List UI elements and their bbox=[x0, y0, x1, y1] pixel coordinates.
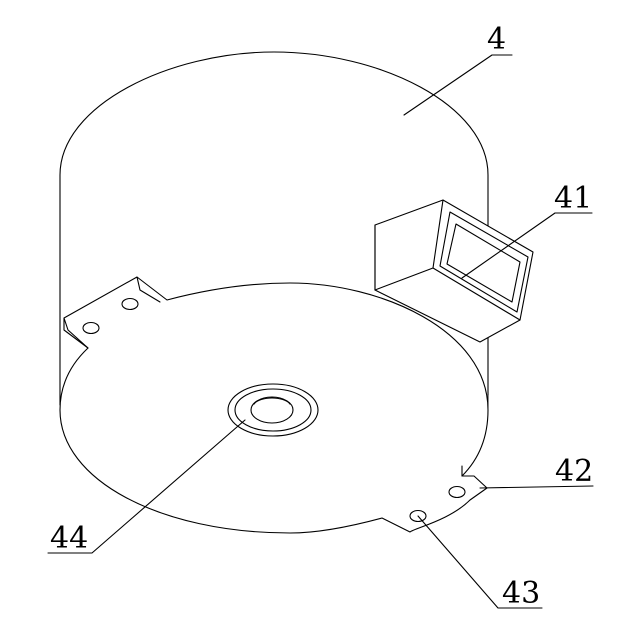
leader-line-44 bbox=[47, 419, 246, 554]
connector-box bbox=[374, 199, 534, 343]
mounting-hole-right-2 bbox=[409, 509, 427, 523]
bottom-plate-outline bbox=[59, 276, 489, 534]
label-housing: 4 bbox=[487, 22, 506, 57]
mounting-holes bbox=[82, 297, 466, 523]
leader-lines bbox=[47, 54, 594, 609]
leader-line-43 bbox=[417, 515, 543, 609]
leader-line-4 bbox=[403, 54, 513, 116]
label-shaft-hole: 44 bbox=[50, 521, 88, 556]
shaft-hole bbox=[227, 383, 319, 437]
label-mounting-hole: 43 bbox=[502, 576, 540, 611]
left-ear-edge bbox=[136, 276, 161, 303]
shaft-hole-outer-ring bbox=[227, 383, 319, 437]
shaft-hole-middle-ring bbox=[234, 388, 312, 432]
mounting-hole-right-1 bbox=[448, 485, 466, 499]
leader-line-42 bbox=[479, 485, 594, 489]
mounting-hole-left-2 bbox=[121, 297, 139, 311]
connector-opening bbox=[439, 211, 529, 313]
label-connector: 41 bbox=[554, 181, 592, 216]
cylinder-housing bbox=[59, 51, 489, 406]
shaft-hole-inner-edge bbox=[253, 397, 291, 405]
left-ear-thickness bbox=[63, 317, 89, 349]
cylinder-top-outline bbox=[59, 51, 489, 406]
shaft-hole-bore bbox=[250, 396, 294, 424]
leader-line-41 bbox=[461, 212, 593, 279]
reference-labels: 4 41 42 43 44 bbox=[50, 22, 593, 611]
connector-bottom-edge bbox=[432, 267, 521, 321]
label-mounting-ear: 42 bbox=[555, 454, 593, 489]
connector-opening-inner bbox=[446, 223, 521, 303]
bottom-plate bbox=[59, 276, 489, 534]
mounting-hole-left-1 bbox=[82, 321, 100, 335]
